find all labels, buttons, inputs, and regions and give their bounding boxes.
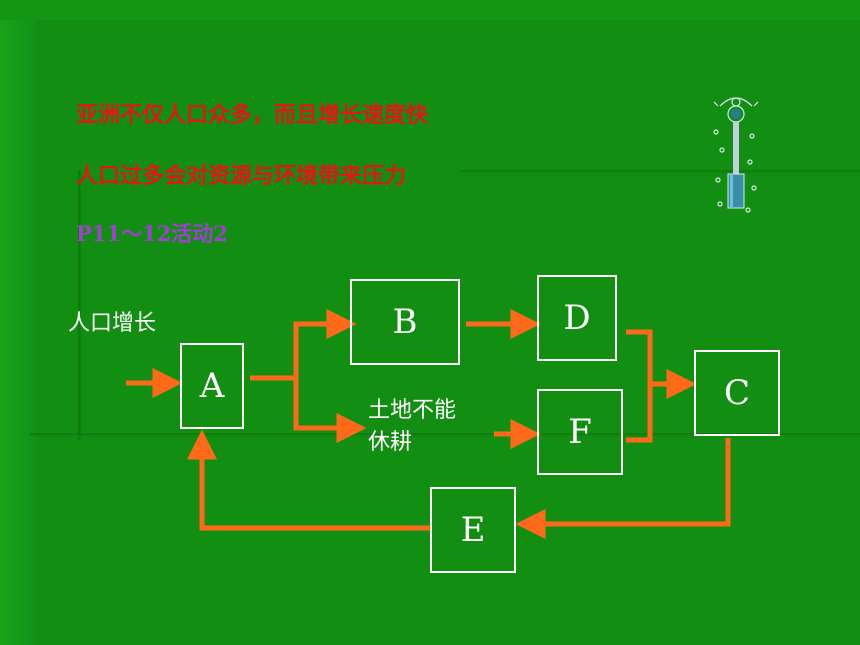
- arrow-a-to-f-branch: [293, 378, 367, 443]
- arrow-c-to-e: [515, 438, 731, 539]
- decorative-shadow-line: [78, 170, 82, 440]
- box-d: D: [537, 275, 617, 361]
- box-a: A: [180, 343, 244, 429]
- input-label: 人口增长: [68, 311, 157, 336]
- box-e: E: [430, 487, 516, 573]
- headline-population-growth: 亚洲不仅人口众多，而且增长速度快: [76, 102, 429, 128]
- middle-label-line2: 休耕: [368, 430, 413, 455]
- background-top-band: [0, 0, 860, 20]
- decorative-shadow-line: [460, 170, 860, 174]
- activity-reference: P11～12活动2: [76, 221, 228, 246]
- box-b: B: [350, 279, 460, 365]
- box-f: F: [537, 389, 623, 475]
- decorative-shadow-line: [30, 433, 860, 437]
- arrow-a-to-b: [250, 309, 357, 381]
- scepter-ornament-icon: [713, 97, 759, 213]
- connector-d-f: [626, 329, 653, 443]
- box-c: C: [694, 350, 780, 436]
- middle-label-line1: 土地不能: [368, 398, 457, 423]
- background-left-band: [0, 0, 36, 645]
- headline-resource-pressure: 人口过多会对资源与环境带来压力: [76, 163, 407, 189]
- arrow-e-to-a: [187, 429, 430, 531]
